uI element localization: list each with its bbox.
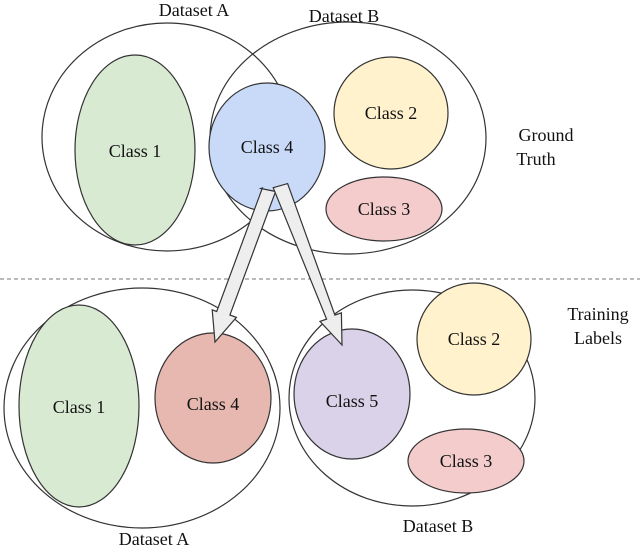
class2-top-node (333, 56, 449, 170)
class3-bottom-node (407, 428, 525, 494)
dataset-b-top-label: Dataset B (309, 6, 379, 26)
class3-bottom-label: Class 3 (440, 451, 493, 471)
class4-bottom-node (154, 332, 272, 464)
relabel-arrows (211, 182, 343, 347)
class2-bottom-node (416, 282, 532, 396)
training-labels-section: Class 1 Class 4 Class 5 Class 2 Class 3 … (3, 282, 629, 545)
class3-top-node (325, 176, 443, 242)
class2-top-label: Class 2 (365, 103, 418, 123)
dataset-a-bottom-label: Dataset A (119, 529, 189, 545)
dataset-b-bottom-ellipse (288, 289, 536, 507)
class1-bottom-label: Class 1 (53, 397, 106, 417)
dataset-a-top-label: Dataset A (159, 0, 229, 20)
arrow-class4-to-class4 (211, 187, 277, 344)
class1-top-label: Class 1 (109, 141, 162, 161)
class1-top-node (74, 54, 196, 246)
class5-bottom-node (293, 328, 411, 460)
ground-label-line2: Truth (516, 149, 555, 169)
training-label-line1: Training (567, 304, 628, 324)
arrow-class4-to-class5 (272, 182, 343, 347)
class3-top-label: Class 3 (358, 199, 411, 219)
class5-bottom-label: Class 5 (326, 391, 379, 411)
class1-bottom-node (18, 304, 140, 508)
class2-bottom-label: Class 2 (448, 329, 501, 349)
ground-truth-section: Class 1 Class 4 Class 2 Class 3 Dataset … (41, 0, 574, 255)
dataset-b-bottom-label: Dataset B (403, 516, 473, 536)
class4-top-label: Class 4 (241, 137, 294, 157)
ground-label-line1: Ground (519, 125, 574, 145)
dataset-a-bottom-ellipse (3, 287, 281, 529)
class4-bottom-label: Class 4 (187, 394, 240, 414)
training-label-line2: Labels (574, 328, 622, 348)
